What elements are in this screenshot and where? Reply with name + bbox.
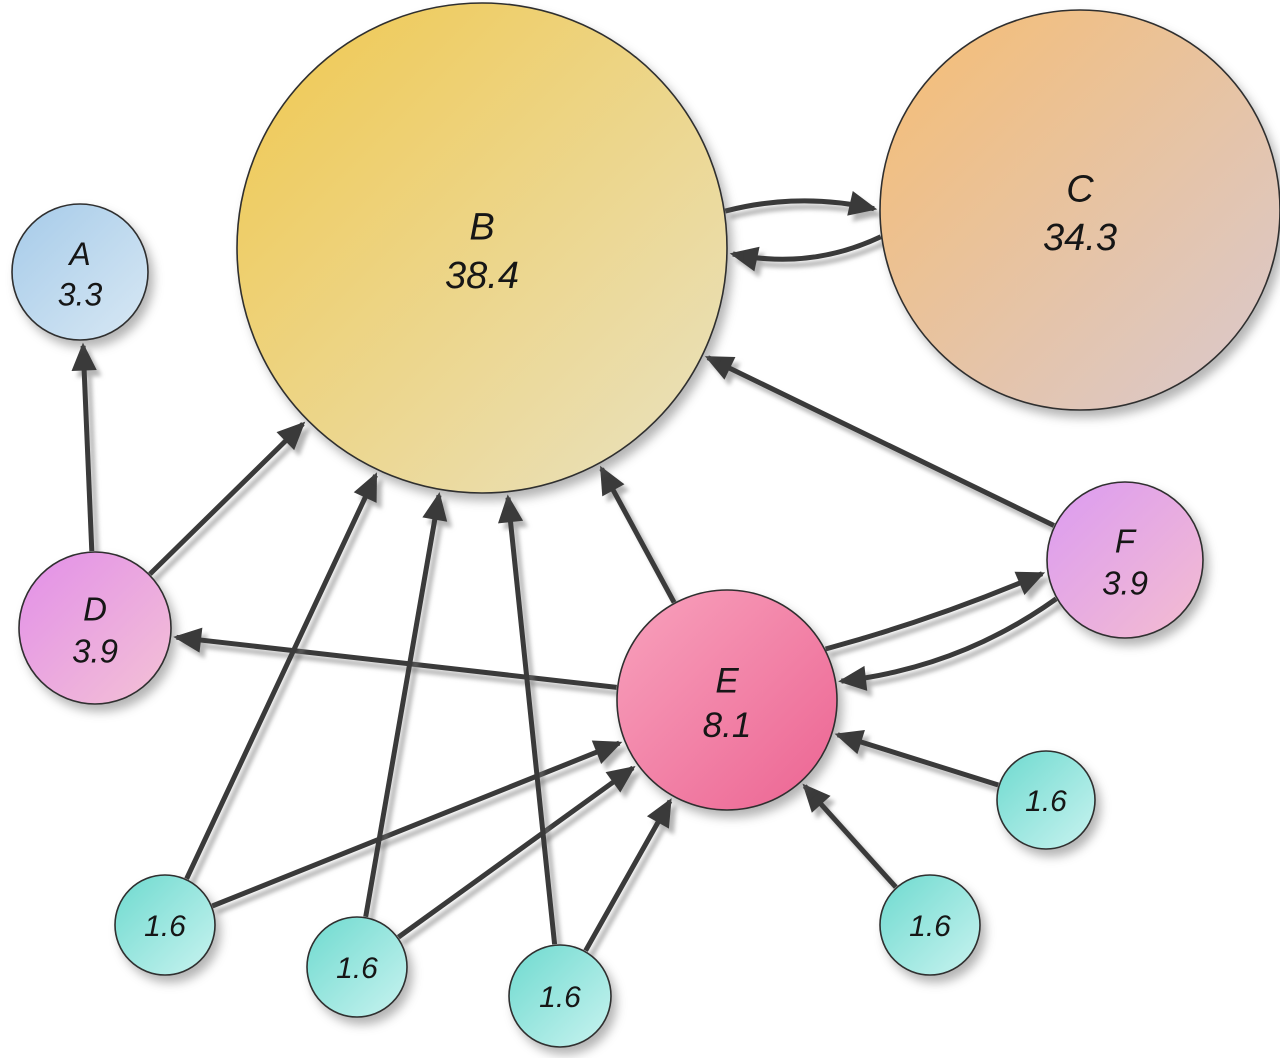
node-a-circle bbox=[11, 203, 149, 341]
node-d-value: 3.9 bbox=[72, 633, 118, 670]
node-d: D 3.9 bbox=[18, 551, 172, 705]
edge-f-to-e bbox=[838, 596, 1058, 691]
edge-h-to-e bbox=[396, 765, 636, 940]
node-b-value: 38.4 bbox=[445, 255, 519, 297]
edge-h-to-b bbox=[363, 492, 448, 918]
node-g-value: 1.6 bbox=[144, 910, 186, 943]
node-a-value: 3.3 bbox=[58, 277, 103, 313]
node-h-value: 1.6 bbox=[336, 952, 378, 985]
edge-e-to-f bbox=[824, 571, 1046, 652]
node-i-value: 1.6 bbox=[539, 981, 581, 1014]
node-f-circle bbox=[1046, 481, 1204, 639]
node-i: 1.6 bbox=[508, 944, 612, 1048]
node-b-circle bbox=[236, 2, 728, 494]
node-k-circle bbox=[996, 750, 1096, 850]
edge-d-to-a bbox=[71, 342, 97, 552]
edge-g-to-b bbox=[184, 472, 378, 880]
node-b-label: B bbox=[469, 207, 494, 249]
edge-d-to-b bbox=[148, 421, 306, 576]
edge-e-to-d bbox=[173, 627, 617, 690]
node-i-circle bbox=[508, 944, 612, 1048]
edge-layer bbox=[71, 191, 1058, 952]
node-a: A 3.3 bbox=[11, 203, 149, 341]
node-f: F 3.9 bbox=[1046, 481, 1204, 639]
node-f-label: F bbox=[1115, 523, 1137, 560]
node-c-value: 34.3 bbox=[1043, 217, 1117, 259]
node-f-value: 3.9 bbox=[1102, 565, 1148, 602]
node-g-circle bbox=[114, 874, 216, 976]
node-c-label: C bbox=[1066, 169, 1094, 211]
node-c-circle bbox=[879, 9, 1280, 411]
node-j: 1.6 bbox=[879, 874, 981, 976]
edge-k-to-e bbox=[834, 730, 1000, 788]
node-h-circle bbox=[306, 916, 408, 1018]
edge-i-to-b bbox=[498, 494, 558, 945]
node-layer: A 3.3 B 38.4 C 34.3D 3.9E 8.1 F 3.9 1.6 1.6 1.6 1.6 1.… bbox=[11, 2, 1280, 1048]
node-k-value: 1.6 bbox=[1025, 785, 1067, 818]
node-e-value: 8.1 bbox=[703, 706, 752, 745]
node-e-circle bbox=[616, 589, 838, 811]
node-c: C 34.3 bbox=[879, 9, 1280, 411]
edge-g-to-e bbox=[211, 740, 623, 909]
node-e: E 8.1 bbox=[616, 589, 838, 811]
edge-b-to-c bbox=[724, 191, 878, 216]
node-j-value: 1.6 bbox=[909, 910, 951, 943]
node-a-label: A bbox=[67, 236, 90, 272]
node-g: 1.6 bbox=[114, 874, 216, 976]
edge-j-to-e bbox=[802, 783, 898, 889]
edge-i-to-e bbox=[583, 798, 673, 952]
edge-f-to-b bbox=[704, 355, 1055, 528]
node-k: 1.6 bbox=[996, 750, 1096, 850]
node-b: B 38.4 bbox=[236, 2, 728, 494]
node-d-circle bbox=[18, 551, 172, 705]
edge-e-to-b bbox=[599, 465, 677, 604]
node-d-label: D bbox=[83, 591, 107, 628]
node-e-label: E bbox=[715, 661, 739, 700]
node-j-circle bbox=[879, 874, 981, 976]
edge-c-to-b bbox=[729, 234, 882, 272]
node-h: 1.6 bbox=[306, 916, 408, 1018]
